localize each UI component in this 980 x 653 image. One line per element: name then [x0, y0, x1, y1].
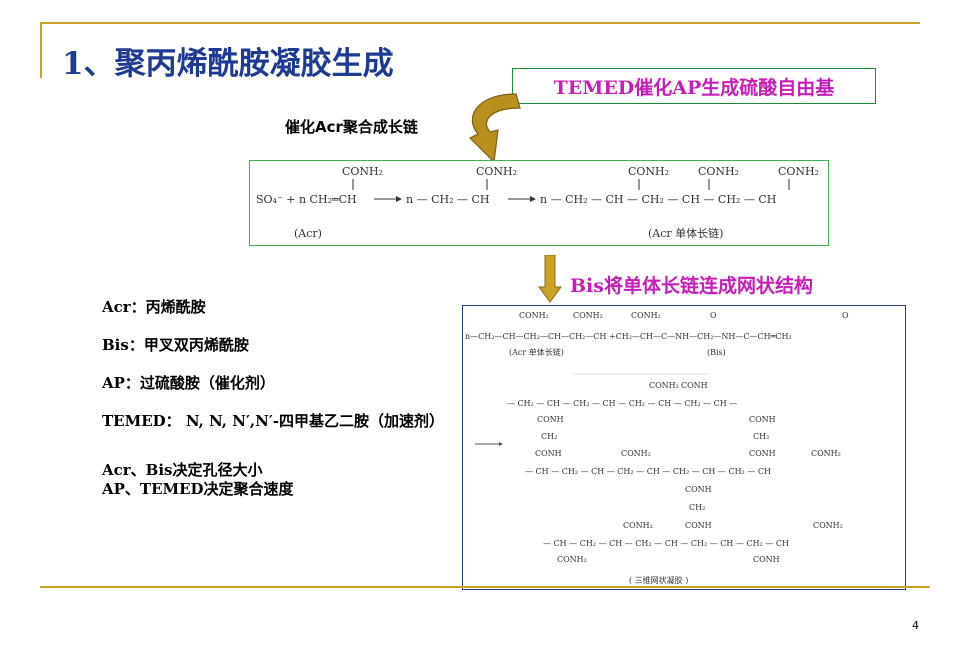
net-r3-conh: CONH	[685, 521, 712, 530]
rxn-conh2-4: CONH₂	[698, 165, 739, 178]
rxn-intermediate: n — CH₂ — CH	[406, 193, 490, 206]
definition-acr: Acr：丙烯酰胺	[102, 298, 206, 316]
rxn-conh2-3: CONH₂	[628, 165, 669, 178]
net-row1: — CH₂ — CH — CH₂ — CH — CH₂ — CH — CH₂ —…	[507, 399, 737, 408]
net-gel-label: ( 三维网状凝胶 )	[629, 575, 688, 585]
summary-polymerization-speed: AP、TEMED决定聚合速度	[102, 480, 294, 498]
net-r1-ch2-a: CH₂	[541, 432, 557, 441]
gel-network-box: CONH₂ CONH₂ CONH₂ O O n—CH₂—CH—CH₂—CH—CH…	[462, 305, 906, 590]
net-top-chain: n—CH₂—CH—CH₂—CH—CH₂—CH +CH₂—CH—C—NH—CH₂—…	[465, 332, 792, 341]
net-r2-conh-down: CONH	[685, 485, 712, 494]
rxn-conh2-5: CONH₂	[778, 165, 819, 178]
temed-callout-text: TEMED催化AP生成硫酸自由基	[553, 76, 835, 99]
net-top-o-1: O	[710, 311, 717, 320]
net-r1-conh-down-b: CONH	[749, 415, 776, 424]
slide-title: 1、聚丙烯酰胺凝胶生成	[62, 46, 394, 82]
bis-caption: Bis将单体长链连成网状结构	[570, 275, 813, 297]
net-r1-ch2-b: CH₂	[753, 432, 769, 441]
rxn-reactant: SO₄⁻ + n CH₂═CH	[256, 193, 357, 206]
summary-pore-size: Acr、Bis决定孔径大小	[102, 461, 263, 479]
net-r3-conh2-b: CONH₂	[813, 521, 843, 530]
net-bis-label: (Bis)	[707, 348, 726, 357]
rxn-acr-label: (Acr)	[294, 227, 322, 240]
definition-temed: TEMED： N, N, N′,N′-四甲基乙二胺（加速剂）	[102, 412, 445, 430]
temed-callout: TEMED催化AP生成硫酸自由基	[512, 68, 876, 104]
net-top-conh2-1: CONH₂	[519, 311, 549, 320]
net-r2-conh2-a: CONH₂	[621, 449, 651, 458]
net-row2: — CH — CH₂ — CH — CH₂ — CH — CH₂ — CH — …	[525, 467, 771, 476]
net-r1-conh: CONH	[681, 381, 708, 390]
rxn-product: n — CH₂ — CH — CH₂ — CH — CH₂ — CH	[540, 193, 776, 206]
net-row3: — CH — CH₂ — CH — CH₂ — CH — CH₂ — CH — …	[543, 539, 789, 548]
net-top-o-2: O	[842, 311, 849, 320]
rxn-conh2-2: CONH₂	[476, 165, 517, 178]
top-rule	[40, 22, 920, 24]
page-number: 4	[912, 619, 919, 632]
left-rule	[40, 22, 42, 78]
definition-ap: AP：过硫酸胺（催化剂）	[102, 374, 275, 392]
definition-bis: Bis：甲叉双丙烯酰胺	[102, 336, 249, 354]
net-r2-conh-a: CONH	[535, 449, 562, 458]
net-chain-label: (Acr 单体长链)	[509, 347, 564, 357]
net-r2-conh-b: CONH	[749, 449, 776, 458]
definitions-list: Acr：丙烯酰胺 Bis：甲叉双丙烯酰胺 AP：过硫酸胺（催化剂） TEMED：…	[102, 298, 452, 499]
net-r3-conh-down: CONH	[753, 555, 780, 564]
net-top-conh2-3: CONH₂	[631, 311, 661, 320]
curved-arrow-icon	[468, 93, 521, 164]
polymerization-reaction-box: CONH₂ CONH₂ CONH₂ CONH₂ CONH₂ SO₄⁻ + n C…	[249, 160, 829, 246]
catalysis-caption: 催化Acr聚合成长链	[285, 118, 418, 136]
down-arrow-icon	[538, 255, 562, 303]
bottom-rule	[40, 586, 930, 588]
rxn-conh2-1: CONH₂	[342, 165, 383, 178]
net-r1-conh-down-a: CONH	[537, 415, 564, 424]
net-top-conh2-2: CONH₂	[573, 311, 603, 320]
net-r2-ch2: CH₂	[689, 503, 705, 512]
rxn-chain-label: (Acr 单体长链)	[648, 226, 723, 240]
net-r3-conh2-down: CONH₂	[557, 555, 587, 564]
net-r1-conh2-a: CONH₂	[649, 381, 679, 390]
net-r2-conh2-b: CONH₂	[811, 449, 841, 458]
net-r3-conh2-a: CONH₂	[623, 521, 653, 530]
